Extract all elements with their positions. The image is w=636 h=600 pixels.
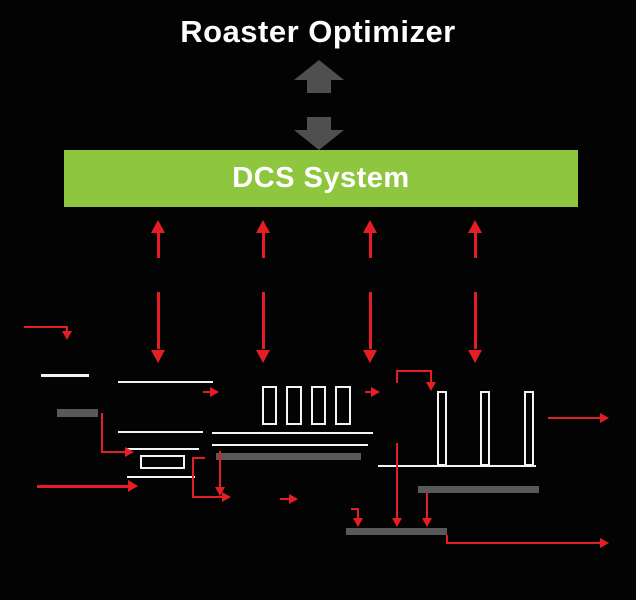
signal-line (357, 508, 359, 520)
signal-line (446, 542, 602, 544)
process-line (212, 432, 373, 434)
process-line (118, 431, 203, 433)
process-vessel (262, 386, 277, 425)
io-down-arrowhead (150, 350, 165, 363)
signal-arrowhead (392, 518, 402, 527)
process-vessel (311, 386, 326, 425)
signal-arrowhead (353, 518, 363, 527)
signal-arrowhead (422, 518, 432, 527)
signal-line (101, 413, 103, 453)
process-line (118, 381, 213, 383)
signal-line (396, 443, 398, 520)
process-vessel (335, 386, 351, 425)
page-title: Roaster Optimizer (180, 14, 456, 49)
signal-arrowhead (128, 480, 138, 492)
equipment-bar (216, 453, 361, 460)
process-line (126, 448, 199, 450)
signal-line (24, 326, 68, 328)
signal-line (430, 370, 432, 384)
signal-line (192, 457, 194, 498)
signal-arrowhead (426, 382, 436, 391)
io-down-arrow-stem (368, 292, 372, 349)
signal-arrowhead (210, 387, 219, 397)
signal-arrowhead (222, 492, 231, 502)
io-up-arrow-stem (368, 229, 372, 258)
bidirectional-arrow-icon (294, 60, 344, 150)
io-down-arrowhead (255, 350, 270, 363)
signal-line (426, 493, 428, 520)
signal-line (192, 496, 225, 498)
signal-line (280, 498, 292, 500)
equipment-bar (346, 528, 447, 535)
signal-line (101, 451, 128, 453)
io-up-arrowhead (467, 220, 482, 233)
process-line (378, 465, 536, 467)
signal-arrowhead (371, 387, 380, 397)
signal-line (396, 371, 398, 383)
process-vessel (524, 391, 534, 466)
process-line (41, 374, 89, 377)
process-line (212, 444, 368, 446)
equipment-bar (418, 486, 539, 493)
io-up-arrow-stem (156, 229, 160, 258)
io-up-arrowhead (255, 220, 270, 233)
signal-line (351, 508, 359, 510)
signal-line (192, 457, 205, 459)
io-down-arrowhead (362, 350, 377, 363)
signal-line (203, 391, 213, 393)
io-down-arrow-stem (473, 292, 477, 349)
io-down-arrow-stem (261, 292, 265, 349)
signal-line (66, 326, 68, 335)
signal-line (219, 451, 221, 488)
io-up-arrow-stem (261, 229, 265, 258)
signal-line (548, 417, 602, 419)
signal-line (396, 370, 432, 372)
signal-arrowhead (125, 447, 134, 457)
dcs-system-label: DCS System (232, 162, 410, 194)
signal-arrowhead (289, 494, 298, 504)
io-up-arrow-stem (473, 229, 477, 258)
io-up-arrowhead (150, 220, 165, 233)
signal-arrowhead (600, 413, 609, 423)
process-vessel (480, 391, 490, 466)
io-down-arrowhead (467, 350, 482, 363)
process-line (127, 476, 195, 478)
process-vessel (140, 455, 185, 469)
signal-line (446, 535, 448, 544)
signal-arrowhead (62, 331, 72, 340)
process-vessel (437, 391, 447, 466)
signal-line (365, 391, 374, 393)
io-down-arrow-stem (156, 292, 160, 349)
dcs-system-bar: DCS System (64, 150, 578, 207)
io-up-arrowhead (362, 220, 377, 233)
process-vessel (286, 386, 302, 425)
signal-arrowhead (215, 487, 225, 496)
signal-arrowhead (600, 538, 609, 548)
equipment-bar (57, 409, 98, 417)
signal-line (37, 485, 130, 488)
